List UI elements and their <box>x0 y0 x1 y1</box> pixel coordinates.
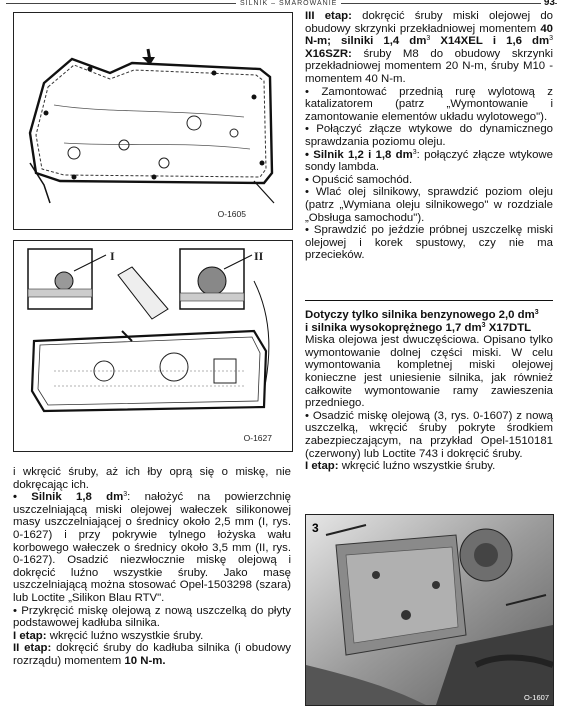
figure-label-right: II <box>254 249 264 263</box>
heading-text: i silnika wysokoprężnego 1,7 dm <box>305 321 482 334</box>
stage-1: I etap: wkręcić luźno wszystkie śruby. <box>13 630 291 643</box>
superscript: 3 <box>549 35 554 43</box>
figure-engine-underside: 3 O-1607 <box>305 514 554 706</box>
engine-label: • Silnik 1,2 i 1,8 dm <box>305 148 413 161</box>
stage-2: II etap: dokręcić śruby do kadłuba silni… <box>13 642 291 667</box>
bullet-text: : nałożyć na powierzchnię uszczelniającą… <box>13 491 291 604</box>
torque-value: 10 N-m. <box>124 654 166 667</box>
engine-photo-drawing <box>306 515 553 705</box>
engine-code: X14XEL <box>440 35 483 48</box>
bullet-item: • Przykręcić miskę olejową z nową uszcze… <box>13 604 291 630</box>
section-title: Silnik – smarowanie <box>236 0 342 7</box>
bullet-text: : połączyć złącze wtykowe sondy lambda. <box>305 148 553 174</box>
bullet-silnik: • Silnik 1,8 dm3: nałożyć na powierzchni… <box>13 491 291 604</box>
superscript: 3 <box>412 148 417 156</box>
paragraph: Miska olejowa jest dwuczęściowa. Opisano… <box>305 334 553 410</box>
left-column-text: i wkręcić śruby, aż ich łby oprą się o m… <box>13 466 291 668</box>
stage-3: III etap: dokręcić śruby miski olejowej … <box>305 10 553 86</box>
section-heading: Dotyczy tylko silnika benzynowego 2,0 dm… <box>305 309 553 334</box>
bullet-item: • Silnik 1,2 i 1,8 dm3: połączyć złącze … <box>305 149 553 174</box>
figure-code: O-1627 <box>243 433 272 443</box>
stage-label: I etap: <box>13 629 47 642</box>
bullet-item: • Opuścić samochód. <box>305 173 413 186</box>
heading-text: Dotyczy tylko silnika benzynowego 2,0 dm <box>305 309 535 321</box>
engine-label: i 1,6 dm <box>492 35 550 48</box>
stage-label: III etap: <box>305 10 352 22</box>
figure-oil-pan-top: O-1605 <box>13 12 293 230</box>
torque-value: 40 N-m; <box>305 22 553 48</box>
figure-code: O-1605 <box>217 209 246 219</box>
figure-label-left: I <box>110 249 115 263</box>
figure-code: O-1607 <box>523 693 549 702</box>
right-column-mid-text: Dotyczy tylko silnika benzynowego 2,0 dm… <box>305 309 553 473</box>
stage-text: dokręcić śruby miski olejowej do obudowy… <box>305 10 554 35</box>
bullet-item: • Osadzić miskę olejową (3, rys. 0-1607)… <box>305 409 553 460</box>
stage-text: wkręcić luźno wszystkie śruby. <box>341 460 496 473</box>
engine-label: silniki 1,4 dm <box>341 35 427 48</box>
engine-label: • Silnik 1,8 dm <box>13 491 124 504</box>
engine-code: X16SZR: <box>305 47 352 60</box>
stage-text: śruby M8 do obudowy skrzynki przekładnio… <box>305 47 553 85</box>
superscript: 3 <box>426 35 431 43</box>
page-number: 93 <box>540 0 555 8</box>
stage-1: I etap: wkręcić luźno wszystkie śruby. <box>305 460 553 473</box>
engine-code: X17DTL <box>488 321 532 334</box>
bullet-item: • Wlać olej silnikowy, sprawdzić poziom … <box>305 186 553 224</box>
stage-text: wkręcić luźno wszystkie śruby. <box>49 629 204 642</box>
stage-text: dokręcić śruby do kadłuba silnika (i obu… <box>13 642 291 667</box>
paragraph: i wkręcić śruby, aż ich łby oprą się o m… <box>13 466 291 491</box>
figure-number: 3 <box>312 521 319 535</box>
bullet-item: • Zamontować przednią rurę wylotową z ka… <box>305 85 553 123</box>
superscript: 3 <box>534 309 539 316</box>
oil-pan-drawing <box>28 48 275 204</box>
right-column-top-text: III etap: dokręcić śruby miski olejowej … <box>305 10 553 262</box>
stage-label: II etap: <box>13 642 52 655</box>
bullet-item: • Połączyć złącze wtykowe do dynamiczneg… <box>305 123 553 148</box>
stage-label: I etap: <box>305 460 339 473</box>
superscript: 3 <box>123 491 128 499</box>
sealant-drawing <box>27 248 270 413</box>
figure-sealant-application: I II O-1627 <box>13 240 293 452</box>
bullet-item: • Sprawdzić po jeździe próbnej uszczelkę… <box>305 224 553 262</box>
section-divider <box>305 300 553 301</box>
superscript: 3 <box>481 321 486 329</box>
